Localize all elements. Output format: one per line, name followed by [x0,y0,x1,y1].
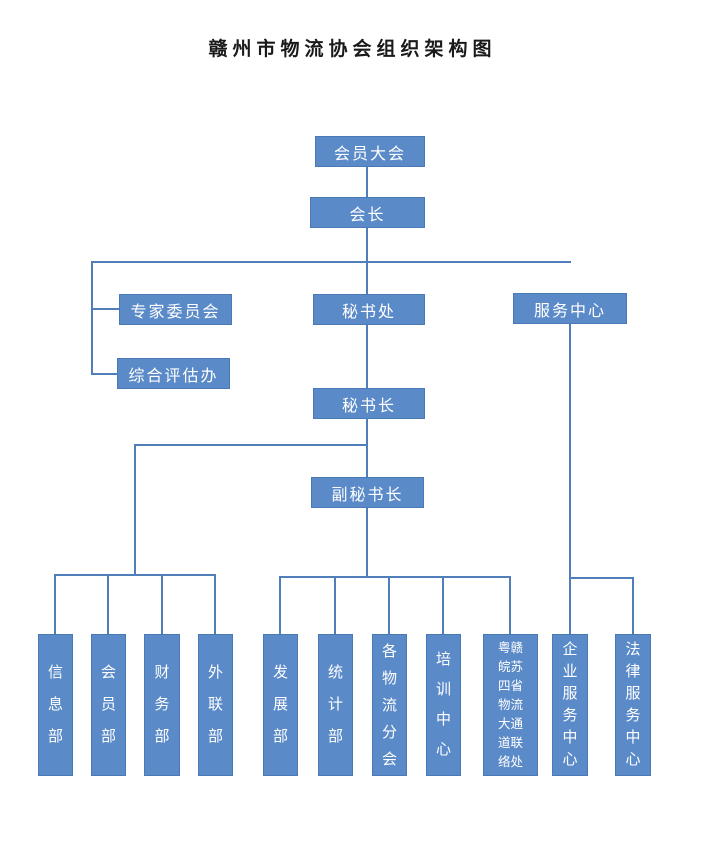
department-box-development: 发展部 [263,634,298,776]
department-label: 法律服务中心 [625,641,641,768]
node-president: 会长 [310,197,425,228]
department-box-enterprise-service-center: 企业服务中心 [552,634,588,776]
connector-deputy-down [366,507,368,577]
connector-drop-training-center [442,576,444,634]
connector-branch-left-vertical [134,444,136,575]
node-evaluation-office: 综合评估办 [117,358,230,389]
connector-service-center-vertical [569,324,571,634]
connector-to-secretariat [366,261,368,294]
connector-drop-information [54,574,56,634]
department-label: 粤赣皖苏四省物流大通道联络处 [497,640,523,769]
connector-group3-horizontal [569,577,634,579]
connector-stub-evaluation-office [92,373,117,375]
department-box-information: 信息部 [38,634,73,776]
connector-drop-development [279,576,281,634]
department-label: 发展部 [272,664,288,745]
node-service-center: 服务中心 [513,293,627,324]
department-box-training-center: 培训中心 [426,634,461,776]
connector-secretariat-secretary-general [366,324,368,388]
connector-drop-corridor-liaison [509,576,511,634]
department-box-statistics: 统计部 [318,634,353,776]
connector-drop-legal-service [632,577,634,634]
connector-stub-expert-committee [92,308,119,310]
department-label: 培训中心 [435,651,451,758]
connector-drop-membership [107,574,109,634]
connector-president-down [366,227,368,262]
department-box-external-relations: 外联部 [198,634,233,776]
department-label: 信息部 [47,664,63,745]
department-box-finance: 财务部 [144,634,180,776]
department-label: 外联部 [207,664,223,745]
connector-level3-horizontal [92,261,571,263]
node-deputy-secretary-general: 副秘书长 [311,477,424,508]
department-label: 统计部 [327,664,343,745]
node-secretary-general: 秘书长 [313,388,425,419]
connector-branch-left-horizontal [134,444,367,446]
connector-drop-logistics-branches [388,576,390,634]
connector-group1-horizontal [54,574,216,576]
connector-left-vertical [91,261,93,375]
department-label: 企业服务中心 [562,641,578,768]
node-secretariat: 秘书处 [313,294,425,325]
department-box-corridor-liaison-office: 粤赣皖苏四省物流大通道联络处 [483,634,538,776]
node-expert-committee: 专家委员会 [119,294,232,325]
connector-drop-statistics [334,576,336,634]
department-box-membership: 会员部 [91,634,126,776]
connector-assembly-president [366,166,368,197]
node-member-assembly: 会员大会 [315,136,425,167]
connector-drop-external-relations [214,574,216,634]
department-box-legal-service-center: 法律服务中心 [615,634,651,776]
page-title: 赣州市物流协会组织架构图 [208,39,497,60]
department-box-logistics-branches: 各物流分会 [372,634,407,776]
department-label: 各物流分会 [381,642,397,768]
department-label: 会员部 [100,664,116,745]
connector-drop-finance [161,574,163,634]
connector-secretary-deputy [366,418,368,477]
connector-group2-horizontal [279,576,511,578]
department-label: 财务部 [154,664,170,745]
